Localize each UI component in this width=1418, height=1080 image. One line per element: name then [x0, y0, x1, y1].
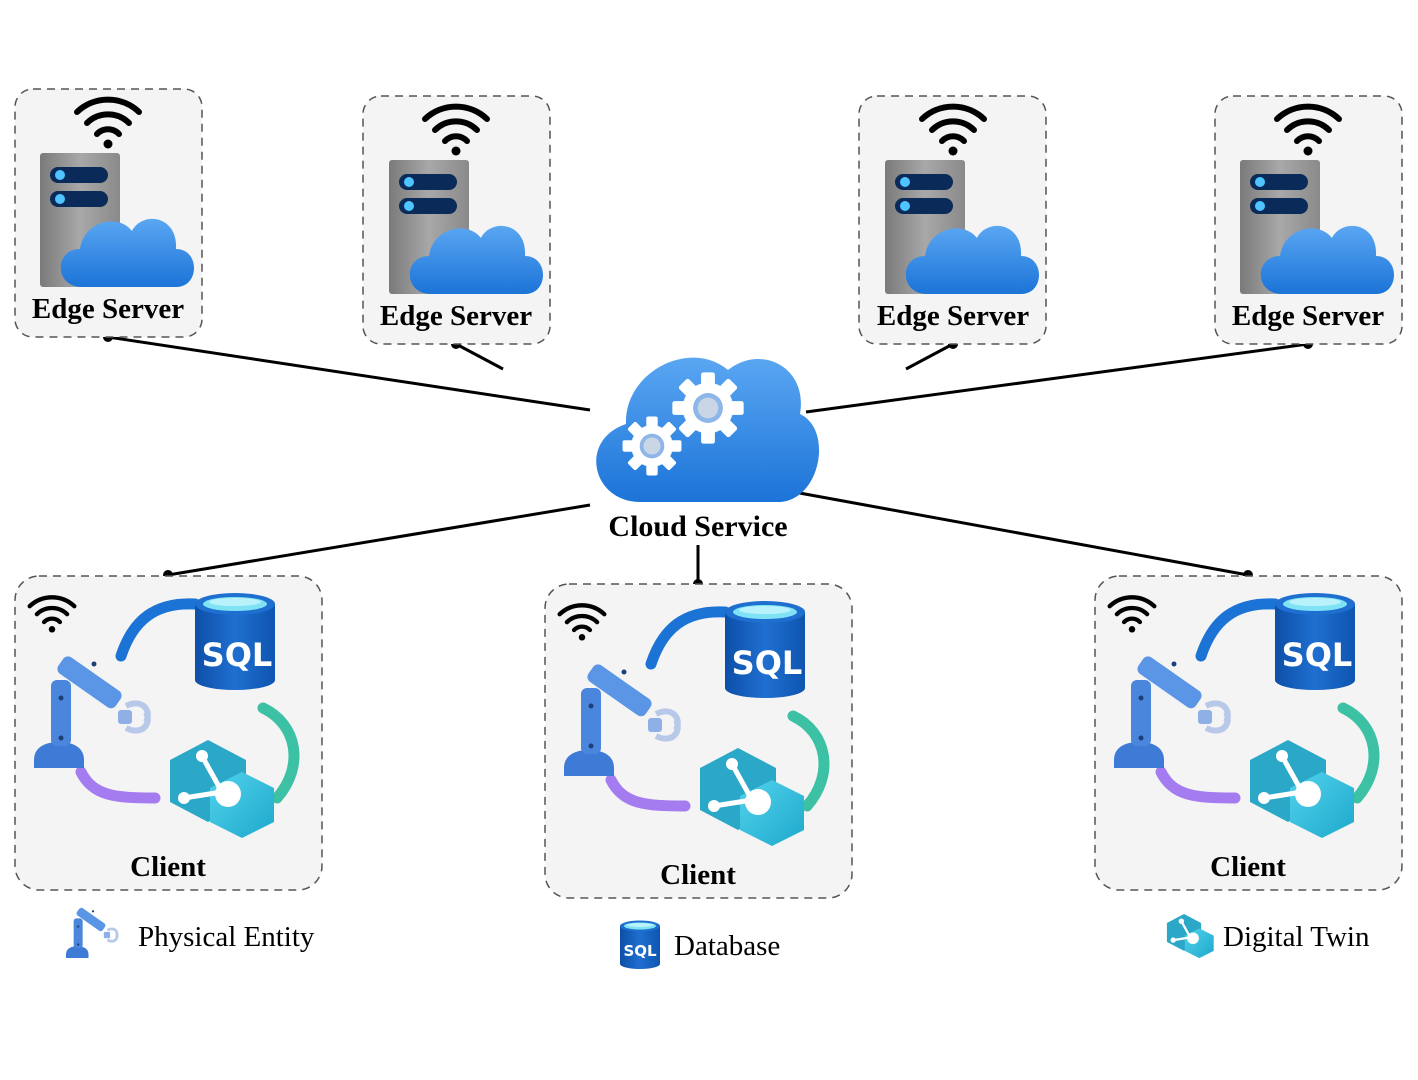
client-3: SQL Client — [1094, 575, 1403, 891]
legend-label: Physical Entity — [138, 921, 315, 953]
edge-server-label: Edge Server — [1232, 300, 1384, 332]
link-client-1 — [167, 503, 591, 577]
legend-label: Digital Twin — [1223, 921, 1370, 953]
link-edge-2 — [455, 342, 504, 371]
edge-server-label: Edge Server — [380, 300, 532, 332]
link-client-3 — [793, 490, 1249, 577]
edge-server-label: Edge Server — [877, 300, 1029, 332]
edge-server-label: Edge Server — [32, 293, 184, 325]
edge-server-4: Edge Server — [1214, 95, 1403, 345]
client-label: Client — [130, 851, 206, 883]
sql-label: SQL — [732, 644, 803, 682]
sql-label: SQL — [1282, 636, 1353, 674]
legend-item-physical-entity: Physical Entity — [64, 905, 315, 960]
gear-icon — [672, 372, 744, 444]
edge-server-1: Edge Server — [14, 88, 203, 338]
client-2: SQL Client — [544, 583, 853, 899]
legend-item-digital-twin: Digital Twin — [1165, 912, 1370, 960]
sql-label: SQL — [623, 942, 657, 960]
gear-icon — [622, 416, 682, 476]
link-edge-3 — [905, 342, 954, 371]
link-edge-4 — [805, 342, 1309, 414]
legend-label: Database — [674, 930, 780, 962]
client-label: Client — [1210, 851, 1286, 883]
legend-item-database: SQL Database — [620, 920, 780, 969]
edge-server-3: Edge Server — [858, 95, 1047, 345]
link-edge-1 — [107, 335, 591, 412]
edge-server-2: Edge Server — [362, 95, 551, 345]
client-label: Client — [660, 859, 736, 891]
robot-arm-icon — [64, 905, 119, 960]
client-1: SQL Client — [14, 575, 323, 891]
cloud-service-label: Cloud Service — [608, 510, 787, 543]
sql-label: SQL — [202, 636, 273, 674]
connections — [103, 332, 1313, 589]
digital-twin-icon — [1165, 912, 1215, 960]
cloud-service: Cloud Service — [596, 357, 820, 543]
legend: Physical Entity SQL Database Digital Twi… — [64, 905, 1370, 969]
